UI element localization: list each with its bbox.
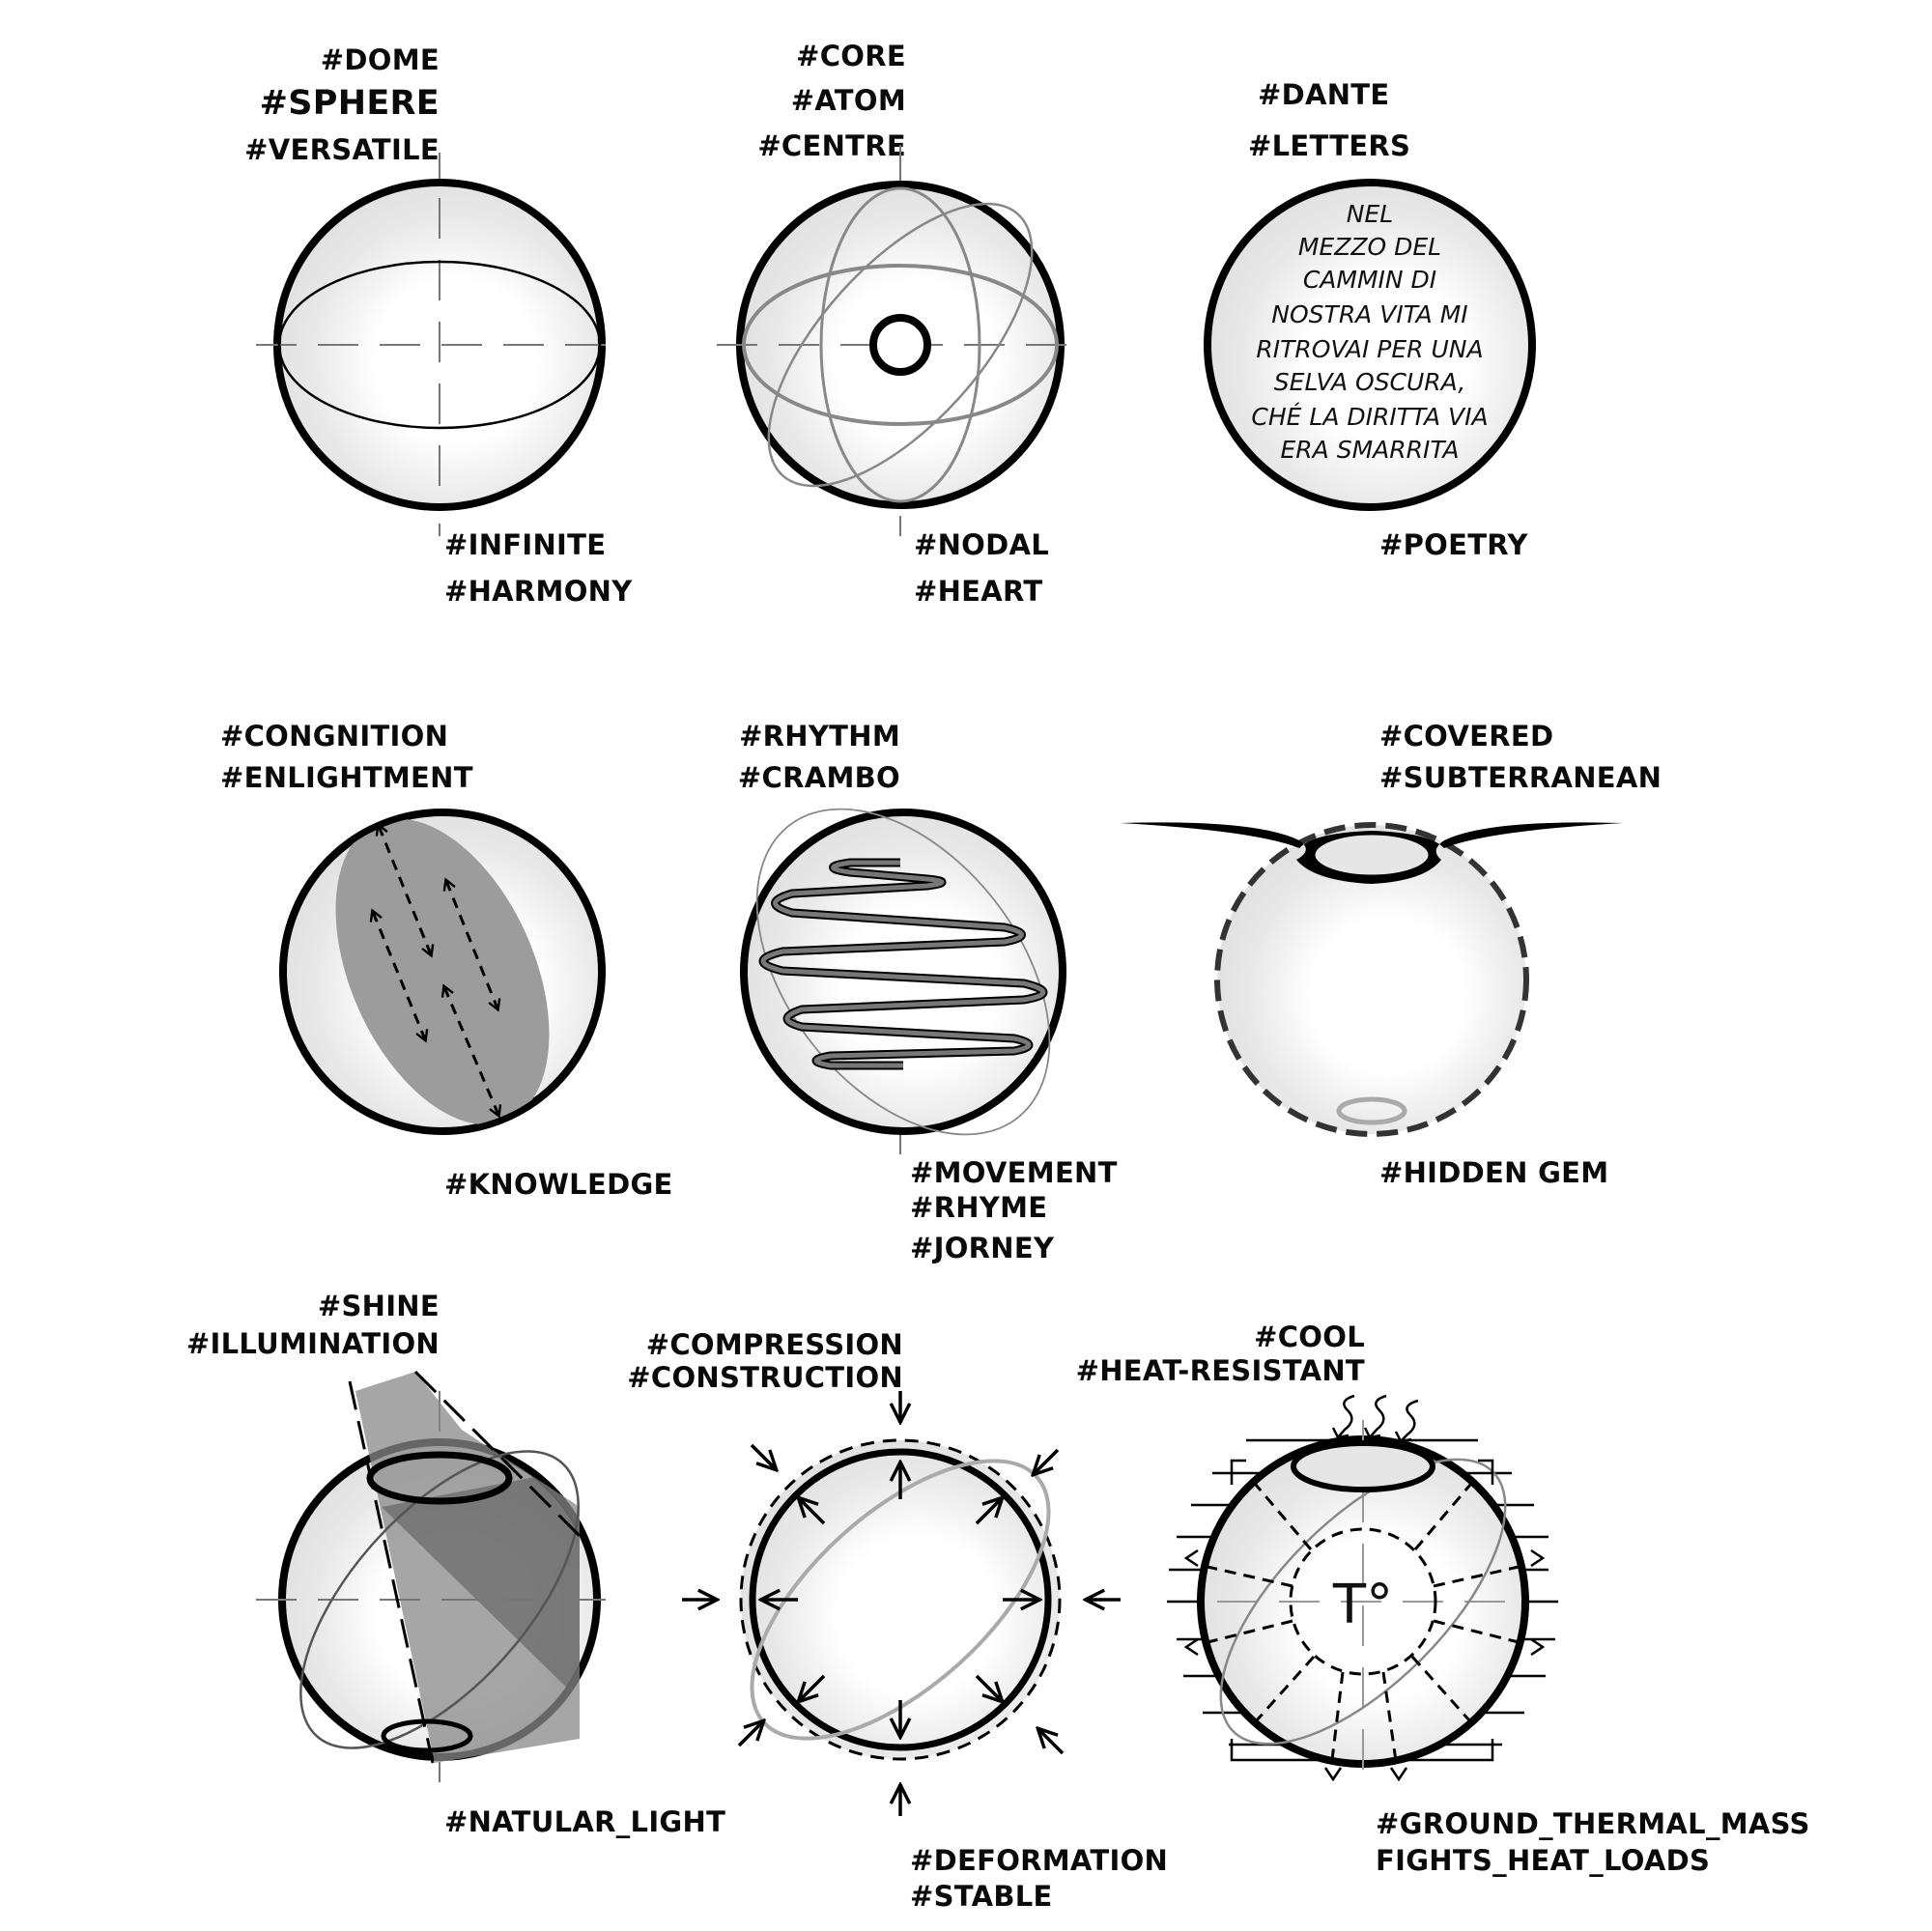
tag-subterranean: #SUBTERRANEAN	[1379, 761, 1662, 794]
tag-movement: #MOVEMENT	[910, 1156, 1118, 1189]
inward-arrows	[682, 1391, 1121, 1816]
svg-text:SELVA OSCURA,: SELVA OSCURA,	[1274, 368, 1465, 396]
tag-atom: #ATOM	[790, 84, 906, 117]
tag-stable: #STABLE	[910, 1880, 1053, 1913]
atom-diagram	[717, 145, 1084, 536]
svg-text:NEL: NEL	[1347, 200, 1393, 228]
light-diagram	[256, 1370, 623, 1782]
wavy-cool-arrows	[1331, 1394, 1419, 1443]
tag-hidden-gem: #HIDDEN GEM	[1379, 1156, 1609, 1189]
tag-construction: #CONSTRUCTION	[627, 1361, 903, 1394]
temperature-symbol: T°	[1332, 1574, 1393, 1636]
tag-harmony: #HARMONY	[444, 575, 633, 608]
sphere-diagram	[256, 153, 623, 536]
tag-letters: #LETTERS	[1248, 129, 1411, 162]
tag-fights-heat-loads: FIGHTS_HEAT_LOADS	[1376, 1844, 1711, 1877]
tag-jorney: #JORNEY	[910, 1232, 1055, 1264]
tag-heat-resistant: #HEAT-RESISTANT	[1075, 1354, 1365, 1387]
tag-dome: #DOME	[320, 43, 440, 76]
tag-sphere: #SPHERE	[259, 84, 440, 123]
tag-dante: #DANTE	[1258, 78, 1390, 111]
radial-heat-lines	[1207, 1484, 1520, 1769]
tag-core: #CORE	[796, 40, 906, 72]
compression-diagram	[682, 1391, 1121, 1816]
svg-text:NOSTRA VITA MI: NOSTRA VITA MI	[1271, 300, 1467, 328]
tag-congnition: #CONGNITION	[220, 720, 449, 753]
tag-rhythm: #RHYTHM	[739, 720, 900, 753]
svg-text:CHÉ LA DIRITTA VIA: CHÉ LA DIRITTA VIA	[1251, 403, 1488, 431]
tag-infinite: #INFINITE	[444, 528, 607, 561]
tag-cool: #COOL	[1254, 1320, 1365, 1353]
tag-deformation: #DEFORMATION	[910, 1844, 1169, 1877]
svg-text:RITROVAI PER UNA: RITROVAI PER UNA	[1256, 335, 1483, 363]
tag-natular-light: #NATULAR_LIGHT	[444, 1805, 726, 1838]
tag-covered: #COVERED	[1379, 720, 1554, 753]
tag-centre: #CENTRE	[757, 129, 906, 162]
tag-ground-thermal-mass: #GROUND_THERMAL_MASS	[1376, 1807, 1810, 1840]
dante-poem-diagram: NEL MEZZO DEL CAMMIN DI NOSTRA VITA MI R…	[1204, 179, 1536, 511]
rhythm-diagram	[740, 808, 1066, 1154]
tag-poetry: #POETRY	[1379, 528, 1528, 561]
thermal-diagram: T°	[1167, 1394, 1558, 1787]
svg-text:MEZZO DEL: MEZZO DEL	[1298, 233, 1441, 261]
svg-text:CAMMIN DI: CAMMIN DI	[1303, 266, 1436, 294]
covered-diagram	[1121, 822, 1623, 1137]
tag-compression: #COMPRESSION	[645, 1328, 903, 1361]
knowledge-diagram	[279, 809, 606, 1135]
tag-versatile: #VERSATILE	[244, 133, 440, 166]
tag-enlightment: #ENLIGHTMENT	[220, 761, 473, 794]
tag-illumination: #ILLUMINATION	[185, 1327, 440, 1360]
tag-heart: #HEART	[914, 575, 1043, 608]
tag-shine: #SHINE	[317, 1290, 440, 1322]
tag-crambo: #CRAMBO	[737, 761, 900, 794]
tag-rhyme: #RHYME	[910, 1191, 1048, 1224]
bracket-arrows	[1183, 1459, 1546, 1782]
svg-text:ERA SMARRITA: ERA SMARRITA	[1281, 436, 1460, 464]
tag-nodal: #NODAL	[914, 528, 1050, 561]
tag-knowledge: #KNOWLEDGE	[444, 1168, 673, 1201]
outward-arrows	[763, 1464, 1037, 1735]
